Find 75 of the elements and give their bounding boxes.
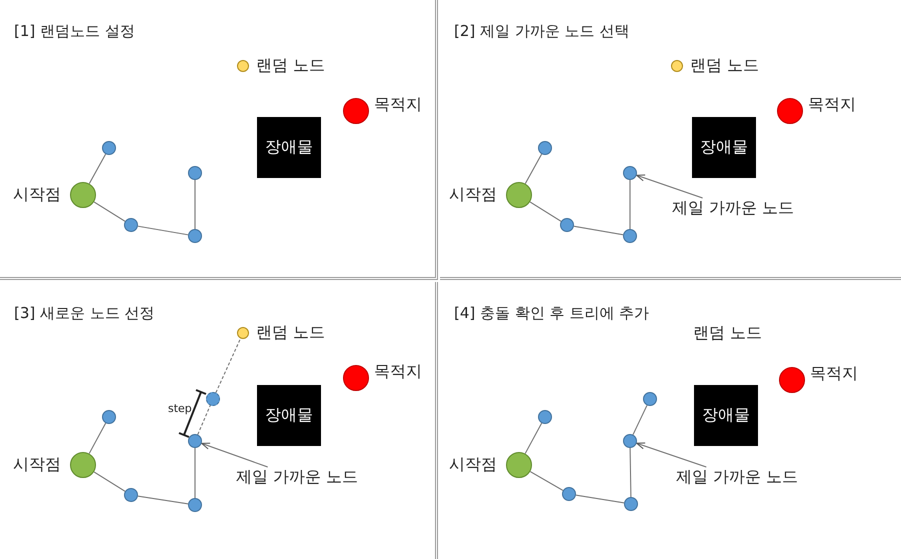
tree-edge	[88, 154, 106, 184]
tree-edge	[530, 201, 562, 222]
leader-arrow	[636, 442, 707, 468]
tree-node	[188, 498, 202, 512]
tree-edge	[630, 448, 632, 498]
tree-edge	[524, 154, 542, 184]
tree-node	[562, 487, 576, 501]
callout-text: 제일 가까운 노드	[676, 467, 798, 488]
obstacle-block: 장애물	[692, 117, 756, 178]
node-label: 랜덤 노드	[256, 322, 326, 344]
node-label: 시작점	[13, 454, 61, 476]
tree-node	[643, 392, 657, 406]
tree-edge	[575, 494, 625, 504]
tree-edge	[524, 422, 542, 454]
tree-node	[560, 218, 574, 232]
goal-circle	[343, 98, 369, 124]
tree-node	[538, 410, 552, 424]
panel-title: [4] 충돌 확인 후 트리에 추가	[454, 304, 650, 323]
node-label: 랜덤 노드	[256, 56, 326, 76]
start-circle	[70, 182, 96, 208]
tree-node	[124, 488, 138, 502]
leader-arrow	[201, 442, 268, 468]
node-label: 목적지	[374, 94, 422, 116]
tree-edge	[137, 226, 189, 236]
node-label: 랜덤 노드	[690, 56, 760, 76]
dashed-line	[215, 338, 242, 394]
tree-node	[124, 218, 138, 232]
leader-arrow	[636, 174, 704, 198]
obstacle-block: 장애물	[257, 117, 321, 178]
tree-edge	[530, 471, 564, 491]
obstacle-block: 장애물	[257, 385, 321, 446]
tree-edge	[194, 180, 196, 230]
tree-edge	[137, 496, 189, 504]
goal-circle	[777, 98, 803, 124]
tree-node	[188, 434, 202, 448]
text-label: step	[168, 402, 192, 415]
tree-edge	[94, 471, 126, 492]
callout-text: 제일 가까운 노드	[672, 198, 794, 219]
panel	[0, 0, 438, 280]
tree-node	[188, 229, 202, 243]
panel-title: [1] 랜덤노드 설정	[14, 22, 135, 41]
tree-node	[538, 141, 552, 155]
random-node-dot	[237, 60, 249, 72]
start-circle	[70, 452, 96, 478]
node-label: 목적지	[810, 364, 858, 384]
panel-title: [3] 새로운 노드 선정	[14, 304, 155, 323]
tree-node	[102, 141, 116, 155]
goal-circle	[343, 365, 369, 391]
tree-node	[623, 229, 637, 243]
tree-node	[624, 497, 638, 511]
callout-text: 제일 가까운 노드	[236, 467, 358, 488]
text-label: 랜덤 노드	[693, 323, 762, 344]
random-node-dot	[237, 327, 249, 339]
node-label: 목적지	[374, 362, 422, 382]
tree-node	[188, 166, 202, 180]
dashed-line	[197, 404, 211, 436]
node-label: 목적지	[808, 94, 856, 116]
tree-edge	[194, 448, 196, 498]
new-node	[206, 392, 220, 406]
node-label: 시작점	[449, 454, 497, 476]
goal-circle	[779, 367, 805, 393]
tree-edge	[94, 201, 126, 222]
start-circle	[506, 452, 532, 478]
node-label: 시작점	[13, 184, 61, 206]
tree-edge	[573, 226, 624, 236]
obstacle-block: 장애물	[694, 385, 758, 446]
start-circle	[506, 182, 532, 208]
panel-title: [2] 제일 가까운 노드 선택	[454, 22, 630, 41]
tree-node	[623, 434, 637, 448]
tree-edge	[632, 404, 648, 436]
random-node-dot	[671, 60, 683, 72]
tree-node	[102, 410, 116, 424]
tree-edge	[88, 422, 106, 454]
tree-node	[623, 166, 637, 180]
node-label: 시작점	[449, 184, 497, 206]
